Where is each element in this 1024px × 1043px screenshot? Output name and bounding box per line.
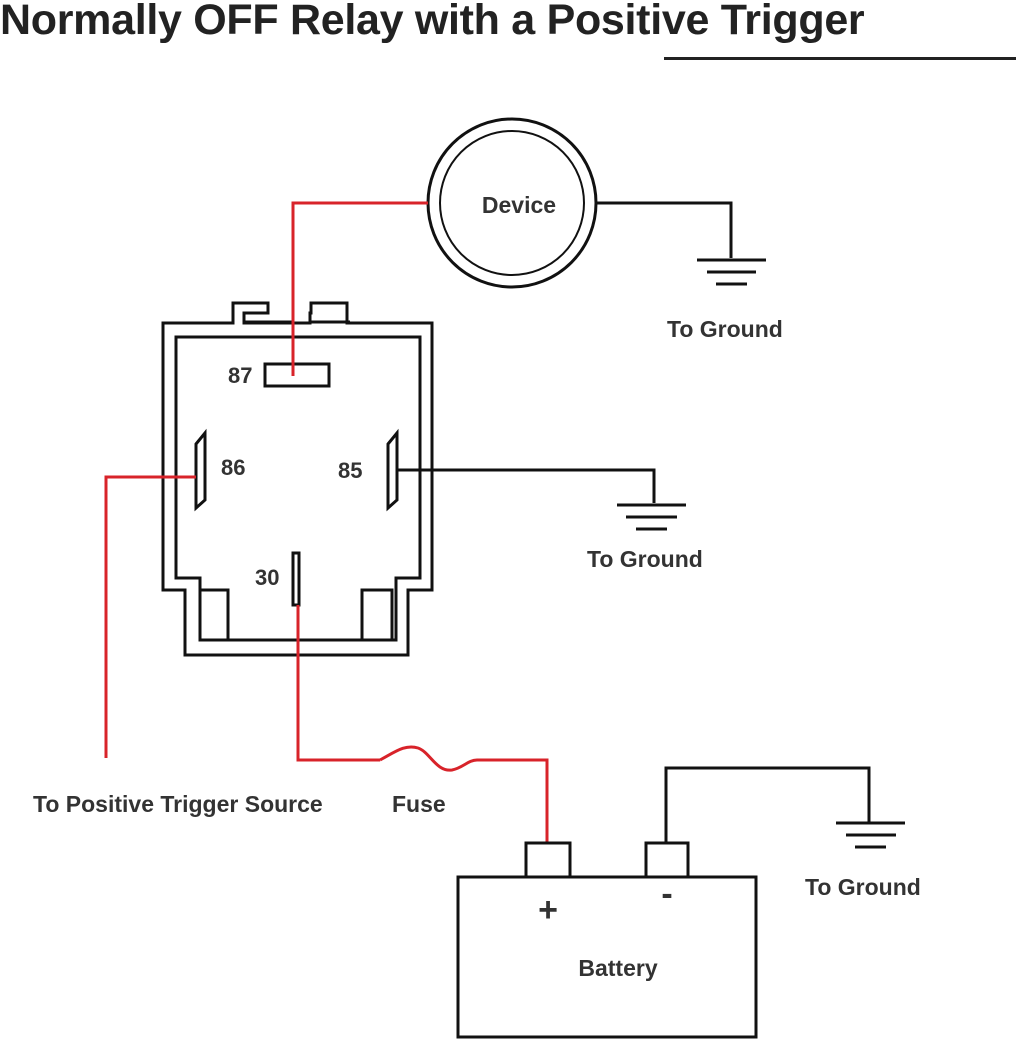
ground-label-battery: To Ground [805,874,921,900]
battery-label: Battery [578,955,657,981]
title-prefix: Normally OFF Relay with a [0,0,547,44]
wire-30-to-fuse [296,605,380,762]
positive-wires [104,201,549,843]
wire-trigger-to-86 [104,475,196,758]
wire-battery-minus-to-ground [664,766,871,843]
title-emphasis: Positive Trigger [546,0,865,44]
ground-label-device: To Ground [667,316,783,342]
pin-87-label: 87 [228,363,252,388]
battery-plus-label: + [538,891,558,929]
fuse-element [379,745,478,772]
ground-label-relay: To Ground [587,546,703,572]
pin-85-label: 85 [338,458,362,483]
terminal-86 [194,428,207,512]
pin-30-label: 30 [255,565,279,590]
device-label: Device [482,192,556,218]
wire-device-to-ground [596,201,733,258]
diagram-title: Normally OFF Relay with a Positive Trigg… [0,0,1024,56]
pin-86-label: 86 [221,455,245,480]
title-underline [664,57,1016,60]
ground-symbol-relay [617,503,686,531]
relay-terminals [194,362,399,607]
battery-positive-post [524,841,572,879]
ground-symbol-battery [836,821,905,849]
fuse-label: Fuse [392,791,446,817]
battery-minus-label: - [661,875,672,913]
terminal-30 [291,551,301,607]
relay-body [161,301,434,657]
terminal-85 [386,428,399,512]
terminal-87 [263,362,331,388]
battery-negative-post [644,841,690,879]
wire-device-to-87 [291,201,428,376]
wire-85-to-ground [398,468,656,503]
wire-fuse-to-battery [477,758,549,843]
battery [456,841,758,1039]
battery-body [456,875,758,1039]
ground-wires [398,201,871,843]
trigger-source-label: To Positive Trigger Source [33,791,323,817]
ground-symbol-device [697,258,766,286]
